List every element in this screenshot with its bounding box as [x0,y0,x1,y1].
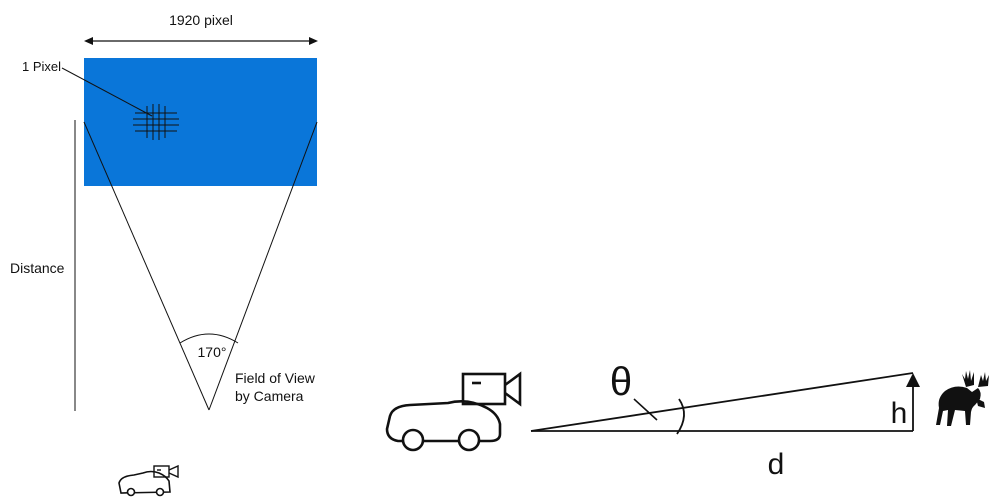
resolution-width-label: 1920 pixel [169,12,233,28]
moose-icon [936,370,989,426]
arrow-up-icon [906,373,920,387]
car-icon [387,401,500,450]
angle-leader-line [634,399,657,420]
camera-icon [154,466,178,477]
height-label: h [891,397,908,430]
fov-caption-line1: Field of View [235,370,316,386]
distance-label: Distance [10,260,65,276]
fov-angle-label: 170° [198,344,227,360]
car-icon [119,472,170,496]
angle-symbol: θ [610,360,632,404]
camera-icon [463,374,520,404]
image-sensor-area [84,58,317,186]
pixel-label: 1 Pixel [22,59,61,74]
fov-caption-line2: by Camera [235,388,304,404]
angle-triangle [531,373,913,434]
resolution-width-dimension [84,37,318,45]
distance-d-label: d [768,448,785,481]
